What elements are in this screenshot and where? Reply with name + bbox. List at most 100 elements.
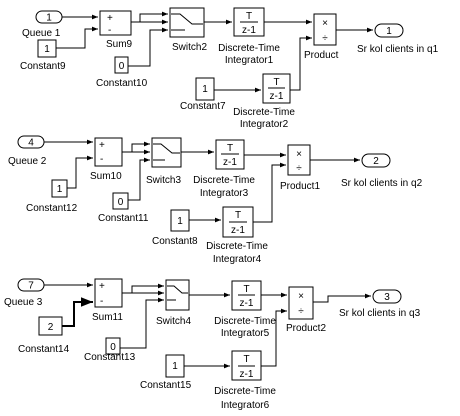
out3-label: Sr kol clients in q3 (339, 308, 421, 319)
product-div: ÷ (322, 33, 328, 44)
integrator6-den: z-1 (240, 369, 254, 380)
switch2-label: Switch2 (172, 42, 207, 53)
constant11-block[interactable]: 0 Constant11 (98, 192, 149, 224)
constant10-block[interactable]: 0 Constant10 (96, 56, 148, 89)
row-2: 4 Queue 2 1 Constant12 + - Sum10 0 Const… (8, 135, 423, 265)
integrator5-num: T (243, 284, 249, 295)
switch3-block[interactable]: Switch3 (146, 137, 182, 186)
integrator3-num: T (227, 143, 233, 154)
queue3-inport[interactable]: 7 Queue 3 (4, 278, 45, 308)
product2-mul: × (298, 291, 304, 302)
sum11-plus: + (99, 281, 105, 292)
sum10-minus: - (100, 154, 103, 165)
product-label: Product (304, 50, 339, 61)
integrator3-block[interactable]: T z-1 Discrete-Time Integrator3 (193, 139, 255, 199)
constant7-value: 1 (202, 84, 208, 95)
integrator1-block[interactable]: T z-1 Discrete-Time Integrator1 (218, 7, 280, 66)
integrator5-label2: Integrator5 (221, 328, 270, 339)
integrator4-block[interactable]: T z-1 Discrete-Time Integrator4 (206, 206, 268, 265)
constant14-label: Constant14 (18, 344, 70, 355)
constant10-value: 0 (119, 61, 125, 72)
constant11-value: 0 (118, 197, 124, 208)
integrator1-label1: Discrete-Time (218, 43, 280, 54)
switch4-icon (167, 285, 188, 301)
queue1-label: Queue 1 (22, 28, 61, 39)
sum9-label: Sum9 (106, 39, 133, 50)
constant10-label: Constant10 (96, 78, 148, 89)
constant14-block[interactable]: 2 Constant14 (18, 316, 70, 355)
sum9-block[interactable]: + - Sum9 (99, 10, 133, 50)
integrator1-label2: Integrator1 (225, 55, 274, 66)
constant9-block[interactable]: 1 Constant9 (20, 39, 66, 72)
integrator5-label1: Discrete-Time (214, 316, 276, 327)
product1-block[interactable]: × ÷ Product1 (280, 144, 320, 192)
integrator2-num: T (273, 77, 279, 88)
sum9-minus: - (108, 25, 111, 36)
sum11-minus: - (100, 296, 103, 307)
switch2-block[interactable]: Switch2 (169, 7, 207, 53)
integrator6-label2: Integrator6 (221, 400, 270, 411)
out2-outport[interactable]: 2 Sr kol clients in q2 (341, 153, 423, 189)
sum10-block[interactable]: + - Sum10 (90, 137, 123, 182)
integrator2-den: z-1 (270, 91, 284, 102)
product2-label: Product2 (286, 323, 326, 334)
integrator2-label2: Integrator2 (240, 119, 289, 130)
switch2-icon (171, 13, 203, 31)
constant15-value: 1 (172, 361, 178, 372)
constant15-label: Constant15 (140, 380, 192, 391)
queue3-value: 7 (28, 281, 34, 292)
constant9-label: Constant9 (20, 61, 66, 72)
integrator3-den: z-1 (223, 157, 237, 168)
constant9-value: 1 (44, 44, 50, 55)
integrator4-label1: Discrete-Time (206, 241, 268, 252)
constant13-block[interactable]: 0 Constant13 (84, 337, 136, 363)
constant7-block[interactable]: 1 Constant7 (180, 77, 226, 112)
out1-outport[interactable]: 1 Sr kol clients in q1 (357, 23, 439, 55)
constant12-value: 1 (57, 184, 63, 195)
row3-wires (44, 282, 371, 369)
integrator4-label2: Integrator4 (213, 254, 262, 265)
out1-label: Sr kol clients in q1 (357, 44, 439, 55)
product1-mul: × (296, 149, 302, 160)
integrator6-block[interactable]: T z-1 Discrete-Time Integrator6 (214, 350, 276, 411)
constant7-label: Constant7 (180, 101, 226, 112)
constant13-value: 0 (110, 342, 116, 353)
row2-wires (44, 139, 360, 223)
out2-value: 2 (373, 156, 379, 167)
queue1-value: 1 (46, 13, 52, 24)
row1-wires (56, 11, 373, 93)
product2-block[interactable]: × ÷ Product2 (286, 286, 326, 334)
constant14-value: 2 (48, 322, 54, 333)
switch3-icon (153, 143, 180, 161)
sum10-plus: + (99, 140, 105, 151)
constant15-block[interactable]: 1 Constant15 (140, 354, 192, 391)
row-1: 1 Queue 1 1 Constant9 + - Sum9 0 Constan… (20, 7, 439, 130)
sum9-plus: + (107, 13, 113, 24)
row-3: 7 Queue 3 2 Constant14 + - Sum11 0 Const… (4, 278, 421, 411)
out3-outport[interactable]: 3 Sr kol clients in q3 (339, 289, 421, 319)
integrator6-label1: Discrete-Time (214, 386, 276, 397)
switch4-label: Switch4 (156, 316, 191, 327)
constant12-label: Constant12 (26, 203, 78, 214)
product2-div: ÷ (298, 306, 304, 317)
out2-label: Sr kol clients in q2 (341, 178, 423, 189)
constant11-label: Constant11 (98, 213, 149, 224)
out3-value: 3 (384, 292, 390, 303)
constant8-value: 1 (177, 216, 183, 227)
sum11-block[interactable]: + - Sum11 (92, 278, 123, 323)
product-mul: × (322, 18, 328, 29)
integrator4-den: z-1 (231, 225, 245, 236)
integrator3-label2: Integrator3 (200, 188, 249, 199)
constant12-block[interactable]: 1 Constant12 (26, 179, 78, 214)
integrator2-block[interactable]: T z-1 Discrete-Time Integrator2 (233, 73, 295, 130)
queue2-inport[interactable]: 4 Queue 2 (8, 135, 47, 167)
product-block[interactable]: × ÷ Product (304, 13, 339, 61)
integrator6-num: T (243, 354, 249, 365)
switch4-block[interactable]: Switch4 (156, 279, 191, 327)
constant8-label: Constant8 (152, 236, 198, 247)
constant8-block[interactable]: 1 Constant8 (152, 209, 198, 247)
queue1-inport[interactable]: 1 Queue 1 (22, 10, 63, 39)
integrator5-den: z-1 (240, 298, 254, 309)
integrator5-block[interactable]: T z-1 Discrete-Time Integrator5 (214, 280, 276, 339)
